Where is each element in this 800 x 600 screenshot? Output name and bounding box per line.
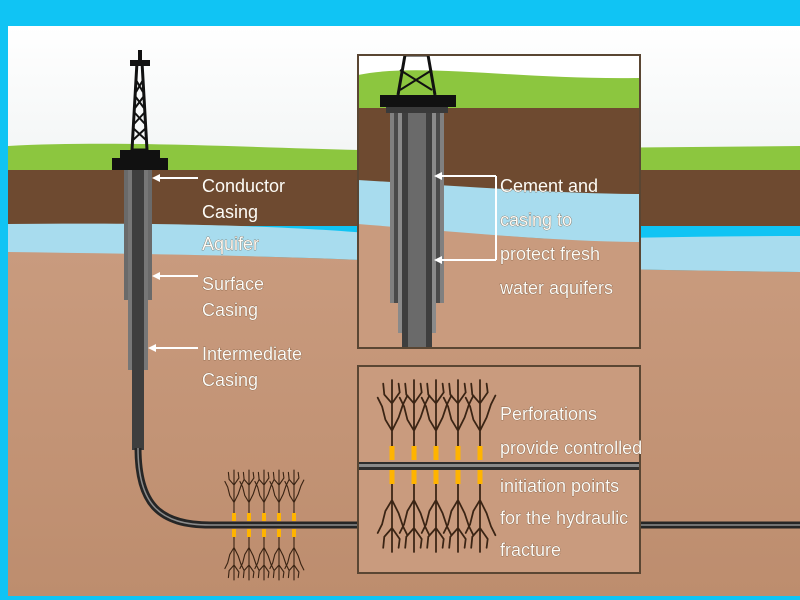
label-surface-casing-line2: Casing xyxy=(202,300,258,320)
label-aquifer: Aquifer xyxy=(202,234,259,254)
inset-bottom-line3: initiation points xyxy=(500,476,619,496)
inset-bottom-line4: for the hydraulic xyxy=(500,508,628,528)
inset-bottom-line5: fracture xyxy=(500,540,561,560)
label-intermediate-casing-line1: Intermediate xyxy=(202,344,302,364)
label-conductor-casing-line2: Casing xyxy=(202,202,258,222)
inset-top-line3: protect fresh xyxy=(500,244,600,264)
label-surface-casing-line1: Surface xyxy=(202,274,264,294)
fracture-cluster xyxy=(224,469,305,581)
inset-bottom-line1: Perforations xyxy=(500,404,597,424)
wellbore xyxy=(124,170,800,529)
label-conductor-casing-line1: Conductor xyxy=(202,176,285,196)
inset-top-line4: water aquifers xyxy=(499,278,613,298)
inset-perforations: Perforations provide controlled initiati… xyxy=(357,365,642,574)
inset-bottom-line2: provide controlled xyxy=(500,438,642,458)
drilling-rig xyxy=(112,50,168,170)
inset-aquifer-protection: Cement and casing to protect fresh water… xyxy=(357,54,641,349)
casing-labels: Conductor Casing Aquifer Surface Casing … xyxy=(148,174,302,390)
label-intermediate-casing-line2: Casing xyxy=(202,370,258,390)
inset-top-line2: casing to xyxy=(500,210,572,230)
inset-top-line1: Cement and xyxy=(500,176,598,196)
inset-fracture-cluster xyxy=(376,379,497,553)
